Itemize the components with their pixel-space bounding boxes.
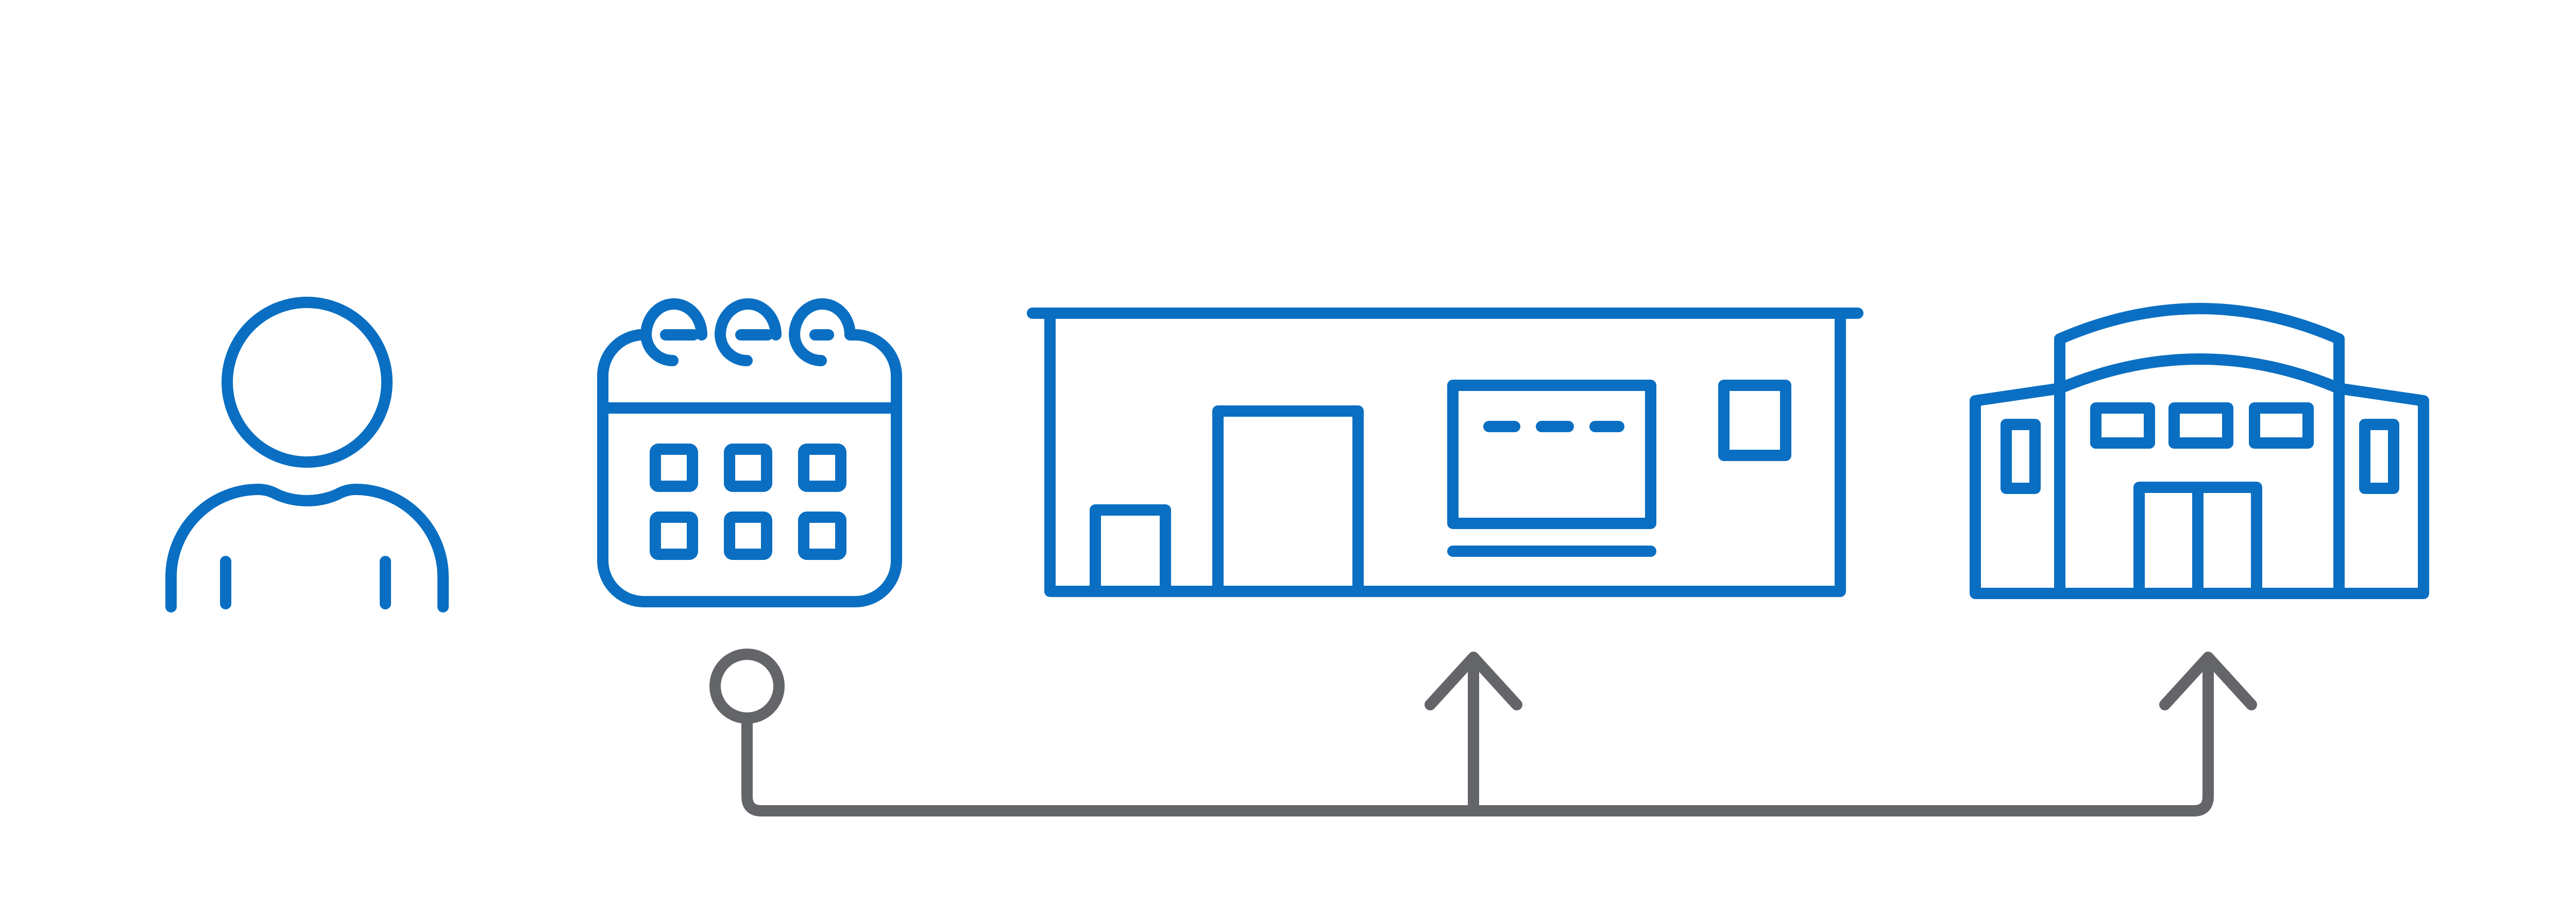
storefront-small-window (1718, 380, 1791, 461)
calendar-day-cell (650, 512, 698, 560)
calendar-icon (597, 298, 902, 607)
storefront-display-window (1447, 380, 1656, 529)
connector-line (709, 649, 2257, 816)
calendar-day-cell (724, 444, 772, 492)
calendar-day-cell (798, 444, 846, 492)
warehouse-window (2001, 419, 2041, 494)
warehouse-window (2168, 402, 2233, 449)
calendar-day-cell (650, 444, 698, 492)
person-icon (165, 297, 449, 612)
calendar-day-cell (798, 512, 846, 560)
storefront-small-door (1090, 504, 1171, 597)
warehouse-window (2090, 402, 2155, 449)
connector-origin-node (709, 649, 785, 724)
calendar-day-cell (724, 512, 772, 560)
warehouse-window (2359, 419, 2399, 494)
storefront-large-door (1212, 405, 1364, 597)
storefront-icon (1027, 308, 1863, 597)
warehouse-window (2249, 402, 2314, 449)
arrow-up-icon (1425, 652, 1522, 710)
warehouse-icon (1970, 303, 2429, 599)
arrow-up-icon (2159, 652, 2257, 710)
